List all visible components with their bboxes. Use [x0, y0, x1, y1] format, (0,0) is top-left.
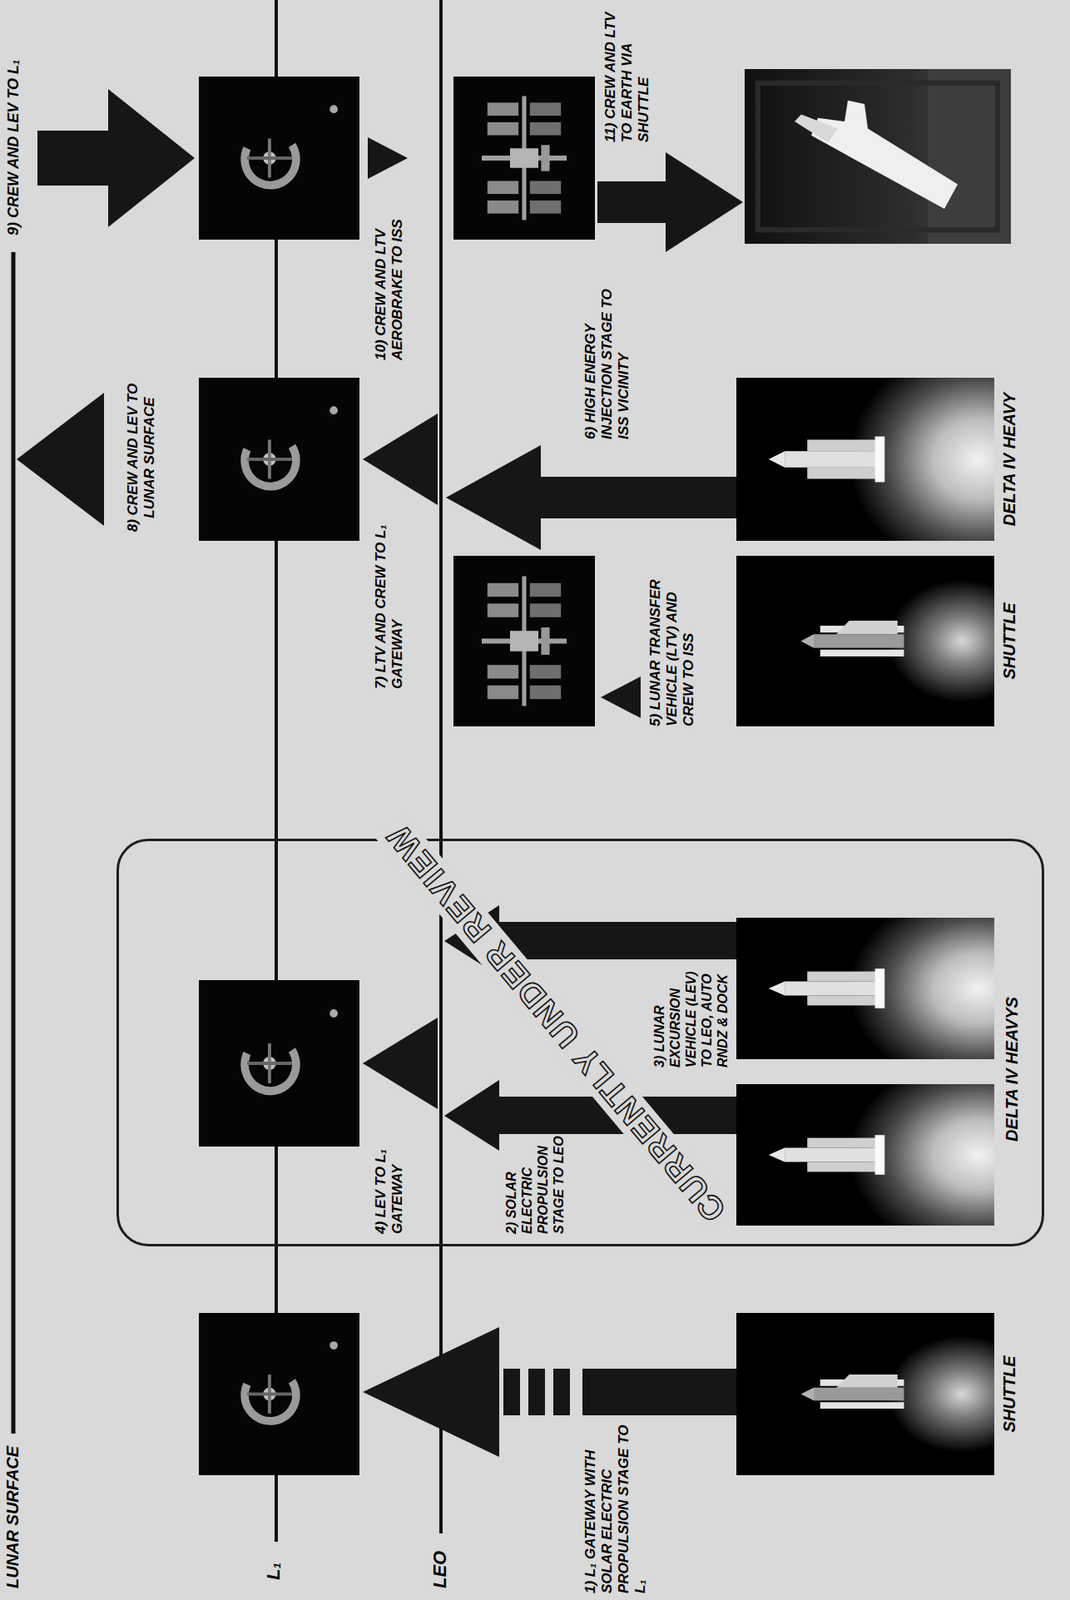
- launch-photo-frame: DELTA IV HEAVYS: [738, 915, 1024, 1224]
- level-label: LUNAR SURFACE: [3, 1446, 24, 1589]
- arrow-head: [665, 152, 744, 253]
- launch-photo-frame: SHUTTLE: [736, 555, 1021, 727]
- iss-image: [453, 555, 595, 727]
- arrow-shaft: [539, 476, 737, 519]
- launch-photo-frame: SHUTTLE: [736, 1312, 1021, 1476]
- arrow-shaft: [37, 130, 110, 186]
- shuttle-photo: [736, 555, 1036, 727]
- arrow-shaft: [497, 921, 737, 960]
- review-region: CURRENTLY UNDER REVIEWDELTA IV HEAVYS: [116, 838, 1045, 1247]
- arrow-head: [600, 676, 641, 719]
- step-caption: 3) LUNAR EXCURSION VEHICLE (LEV) TO LEO,…: [652, 962, 731, 1068]
- gateway-image: [198, 76, 360, 240]
- arrow-head: [362, 1327, 500, 1457]
- arrow-stripe: [553, 1368, 570, 1416]
- photo-caption: DELTA IV HEAVY: [999, 377, 1020, 541]
- delta-photo: [736, 345, 1070, 574]
- arrow-stripe: [528, 1368, 545, 1416]
- gateway-images: [198, 76, 360, 1476]
- arrow-shaft: [597, 181, 668, 223]
- arrow-head: [362, 1017, 438, 1110]
- step-caption: 2) SOLAR ELECTRIC PROPULSION STAGE TO LE…: [504, 1135, 568, 1234]
- step-caption: 5) LUNAR TRANSFER VEHICLE (LTV) AND CREW…: [647, 555, 698, 727]
- step-caption: 4) LEV TO L₁ GATEWAY: [372, 1113, 407, 1234]
- step-caption: 10) CREW AND LTV AEROBRAKE TO ISS: [372, 185, 407, 361]
- launch-photo-frame: DELTA IV HEAVY: [736, 377, 1021, 541]
- iss-image: [453, 76, 595, 240]
- landing-photo: [744, 69, 1011, 244]
- arrow-head: [367, 137, 408, 179]
- leo-line: [439, 0, 443, 1534]
- arrow-stripe: [503, 1368, 521, 1416]
- iss-images: [453, 76, 595, 727]
- level-label: LEO: [429, 1550, 451, 1589]
- level-lines: [13, 0, 441, 1542]
- photo-caption: SHUTTLE: [999, 1312, 1020, 1476]
- photo-caption: DELTA IV HEAVYS: [1001, 915, 1022, 1224]
- photo-caption: SHUTTLE: [999, 555, 1020, 727]
- gateway-image: [198, 377, 360, 541]
- shuttle-photo: [736, 1312, 1036, 1476]
- arrow-head: [362, 413, 438, 506]
- gateway-image: [198, 980, 360, 1147]
- arrow-head: [16, 392, 105, 526]
- arrow-head: [108, 89, 195, 228]
- lunar-surface-line: [11, 252, 16, 1434]
- step-caption: 8) CREW AND LEV TO LUNAR SURFACE: [124, 378, 159, 537]
- level-label: L₁: [262, 1562, 285, 1581]
- arrow-head: [444, 1079, 500, 1151]
- step-caption: 1) L₁ GATEWAY WITH SOLAR ELECTRIC PROPUL…: [582, 1420, 649, 1594]
- arrow-head: [445, 445, 541, 550]
- step-caption: 11) CREW AND LTV TO EARTH VIA SHUTTLE: [602, 9, 653, 143]
- gateway-image: [198, 1312, 360, 1476]
- step-arrows: [16, 89, 744, 1457]
- step-caption: 7) LTV AND CREW TO L₁ GATEWAY: [372, 514, 407, 689]
- step-caption: 9) CREW AND LEV TO L₁: [4, 7, 23, 236]
- step-caption: 6) HIGH ENERGY INJECTION STAGE TO ISS VI…: [582, 272, 633, 440]
- launch-photos: [736, 69, 1070, 1476]
- arrow-shaft: [582, 1368, 737, 1416]
